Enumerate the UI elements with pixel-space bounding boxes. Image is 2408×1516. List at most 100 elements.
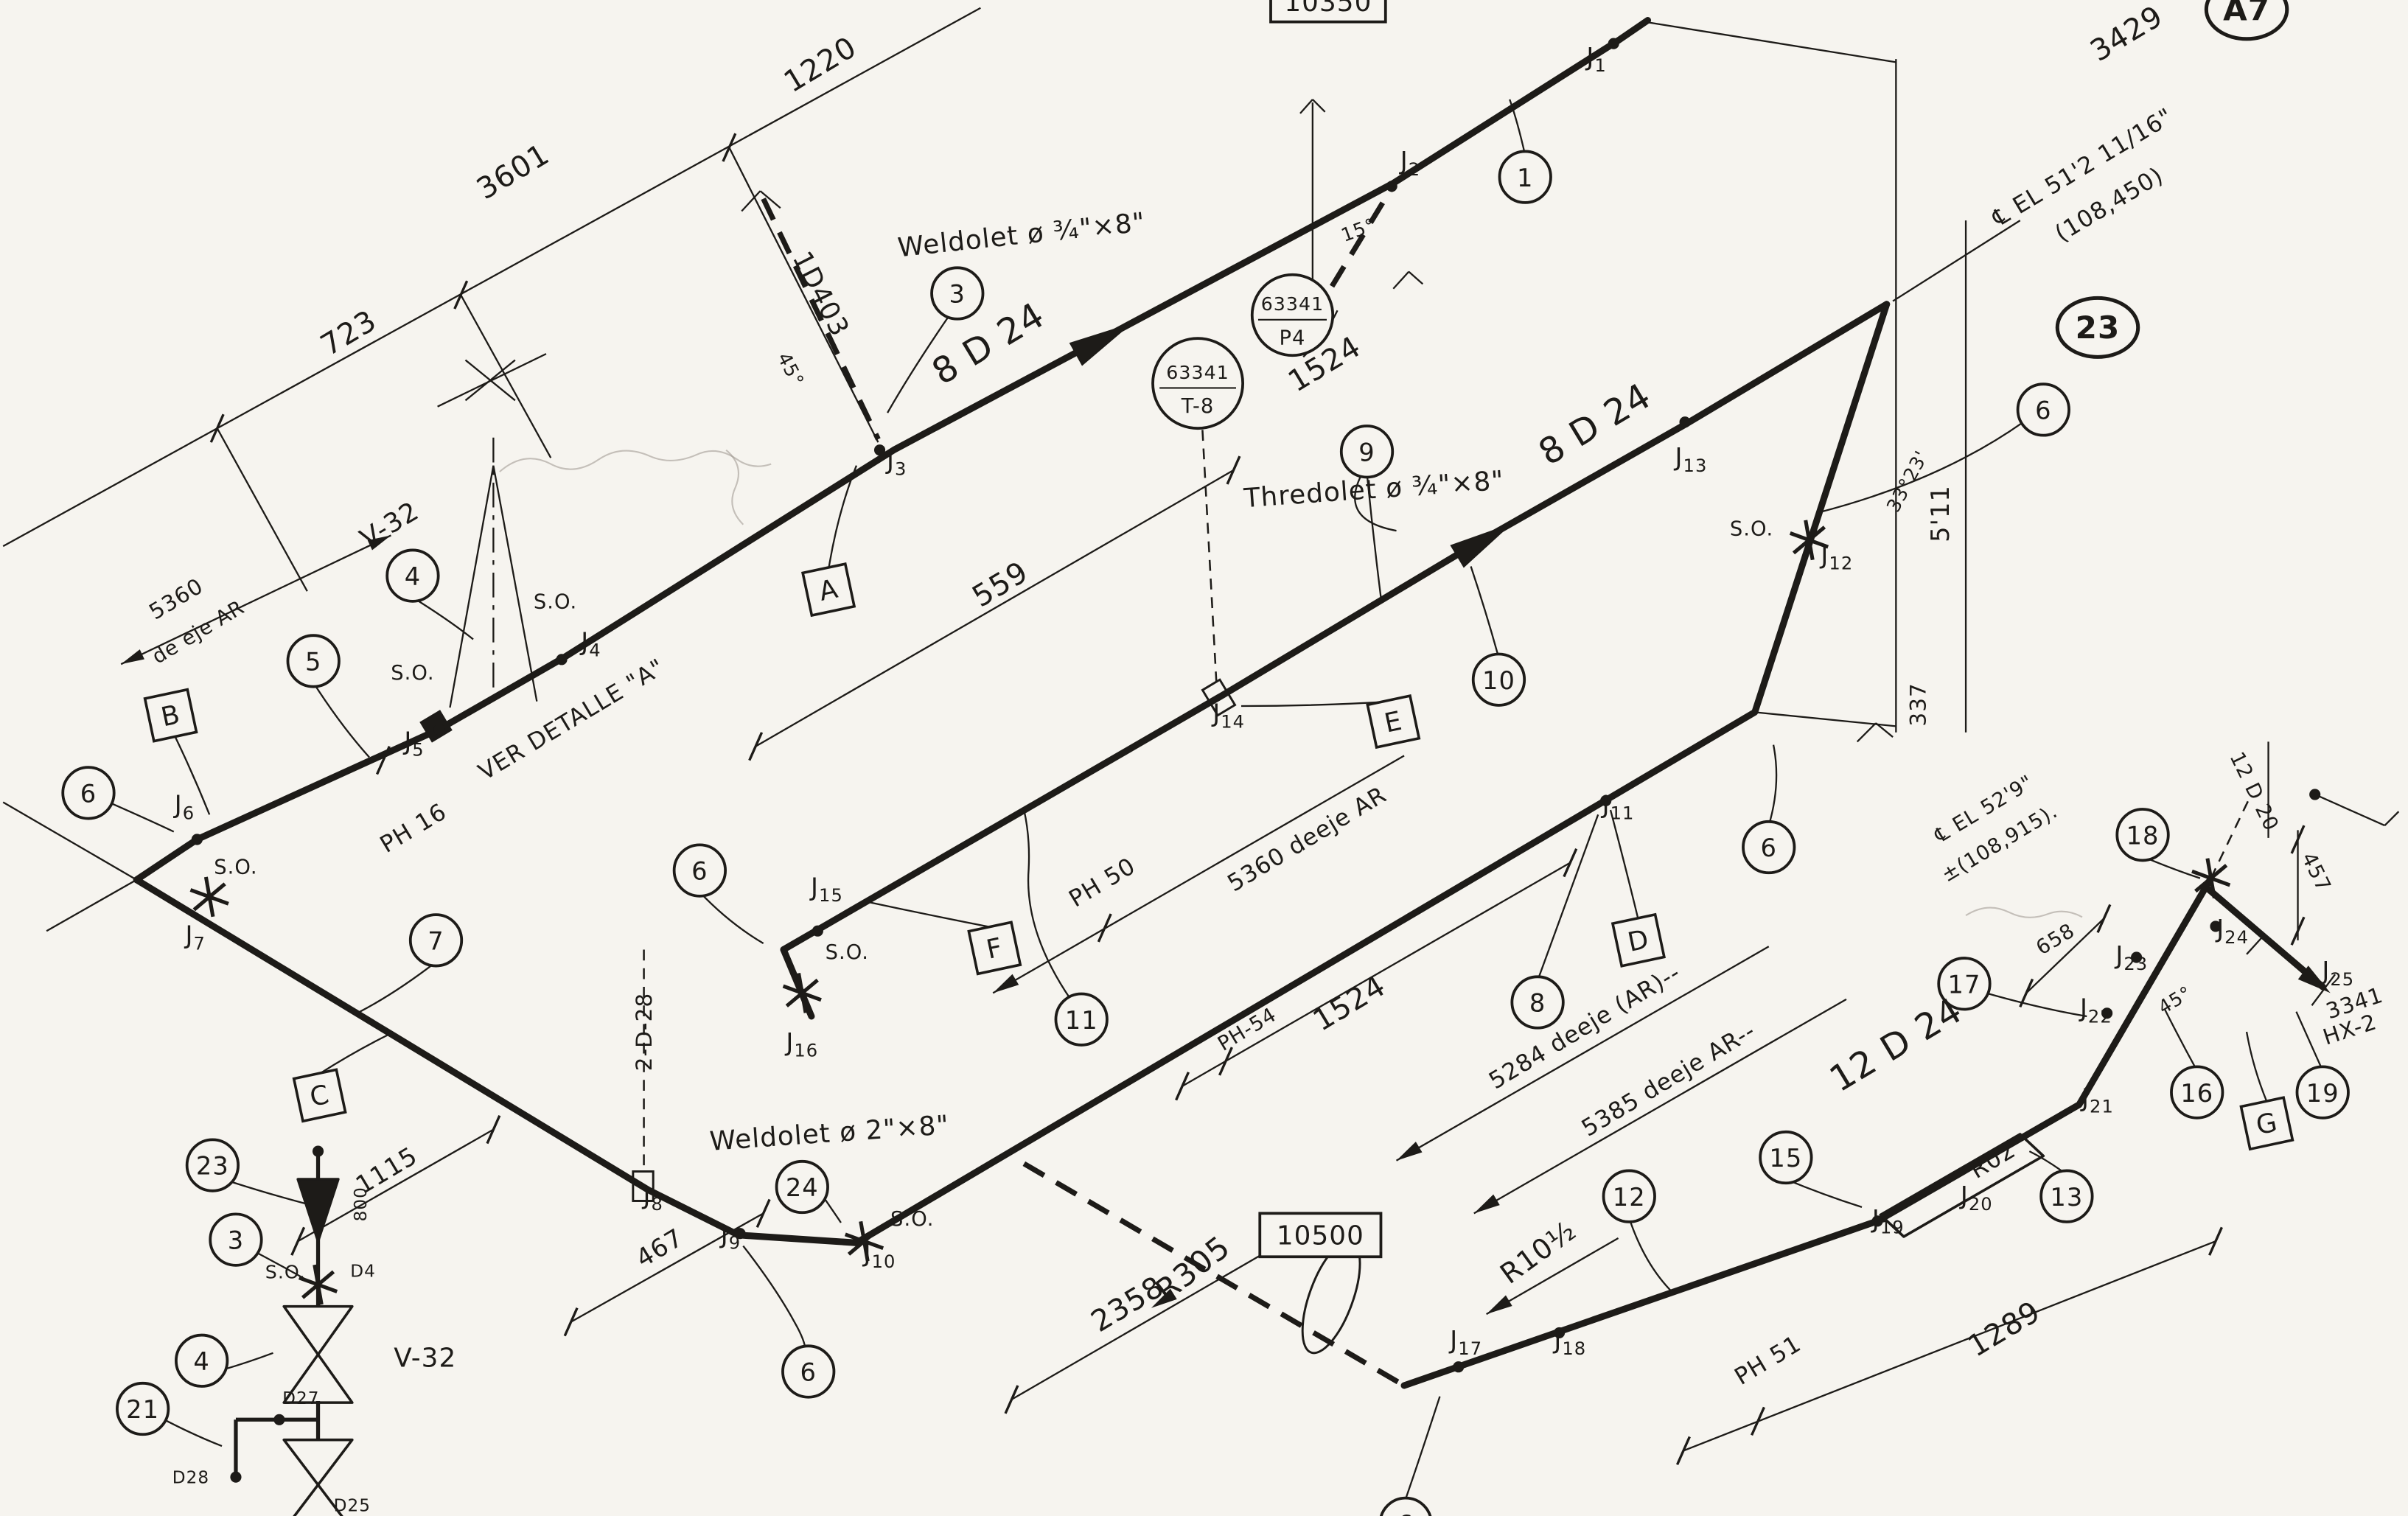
- balloon-4: [385, 548, 440, 603]
- dimension-line: [120, 534, 391, 666]
- dimension-tick: [1751, 1406, 1765, 1436]
- balloon-A7: [2204, 0, 2289, 41]
- balloon-label-6: 6: [1397, 1510, 1414, 1516]
- arrow-head: [367, 535, 391, 551]
- dimension-line: [1395, 946, 1770, 1162]
- joint-label-J14: J14: [1211, 699, 1245, 732]
- dimension-line: [492, 465, 538, 702]
- joint-dot: [433, 723, 445, 736]
- annotation-text: S.O.: [1730, 517, 1773, 540]
- section-tag-box: [1366, 694, 1421, 750]
- leader-squiggle: [232, 1181, 308, 1205]
- balloon-6: [781, 1344, 836, 1399]
- dimension-tick: [1675, 1436, 1691, 1466]
- dimension-tick: [2290, 916, 2306, 946]
- balloon-19: [2295, 1065, 2350, 1119]
- balloon-6: [2016, 383, 2070, 437]
- dimension-line: [1299, 99, 1313, 114]
- dimension-tick: [748, 732, 764, 761]
- flow-triangle: [296, 1178, 340, 1243]
- leader-squiggle: [827, 465, 858, 570]
- section-tag-G: G: [2239, 1096, 2294, 1151]
- star-ray: [1792, 525, 1826, 555]
- dimension-line: [1892, 220, 2021, 302]
- leader-squiggle: [108, 801, 175, 833]
- joint-dot: [1553, 1327, 1566, 1338]
- balloon-label-4: 4: [193, 1347, 209, 1376]
- flow-arrow: [367, 535, 391, 551]
- leader-squiggle: [1354, 472, 1397, 532]
- balloon-15: [1759, 1130, 1813, 1185]
- annotation-text: S.O.: [214, 856, 257, 878]
- dimension-line: [755, 469, 1235, 747]
- annotation-text: S.O.: [534, 590, 577, 613]
- annotation-text: 5360 deeje AR: [1223, 781, 1391, 897]
- leader-squiggle: [2295, 1011, 2324, 1072]
- joint-label-J19: J19: [1871, 1204, 1905, 1237]
- leader-squiggle: [1767, 744, 1778, 826]
- annotation-text: 3429: [2084, 0, 2169, 69]
- balloon-label-23: 23: [196, 1152, 229, 1181]
- annotation-text: D25: [334, 1496, 371, 1515]
- pipe-run: [133, 17, 1652, 884]
- dimension-tick: [2290, 825, 2306, 854]
- balloon-label-16: 16: [2180, 1079, 2213, 1108]
- field-weld-star: [189, 876, 229, 918]
- annotation-text: 457: [2297, 849, 2335, 895]
- equipment-tag-number: 63341: [1166, 362, 1229, 383]
- joint-label-J13: J13: [1674, 443, 1708, 476]
- section-tag-A: A: [801, 562, 856, 618]
- pencil-cloud: [725, 449, 744, 525]
- joint-dot: [230, 1471, 242, 1483]
- joint-label-J22: J22: [2079, 993, 2112, 1027]
- annotation-text: D4: [350, 1262, 376, 1282]
- balloon-label-17: 17: [1947, 970, 1981, 999]
- dimension-line: [464, 359, 516, 402]
- dimension-line: [460, 294, 552, 458]
- flow-arrow: [1069, 323, 1133, 366]
- dimension-line: [216, 427, 308, 592]
- leader-squiggle: [1986, 992, 2087, 1018]
- annotation-text: 12 D 20: [2225, 749, 2283, 835]
- dimension-tick: [1226, 455, 1241, 485]
- annotation-text: V-32: [355, 496, 425, 554]
- dimension-tick: [2208, 1226, 2223, 1256]
- flow-arrow: [1473, 1194, 1500, 1214]
- arrow-head: [1069, 323, 1133, 366]
- dimension-line: [46, 878, 137, 932]
- annotation-text: 33°23': [1882, 447, 1933, 515]
- section-tag-box: [1610, 912, 1666, 968]
- star-ray: [2194, 864, 2228, 893]
- dimension-line: [1644, 21, 1896, 63]
- joint-dot: [812, 925, 823, 937]
- dimension-tick: [1563, 848, 1578, 878]
- balloon-label-6: 6: [691, 857, 708, 886]
- annotation-text: 5385 deeje AR--: [1577, 1018, 1760, 1142]
- leader-squiggle: [359, 961, 437, 1013]
- joint-label-J12: J12: [1819, 540, 1853, 573]
- balloon-23: [2055, 296, 2140, 359]
- balloon-10: [1471, 652, 1526, 707]
- joint-label-J2: J2: [1399, 147, 1420, 180]
- annotation-text: 1D403: [786, 247, 855, 342]
- pipe-run-dashed: [1310, 186, 1395, 320]
- section-tag-C: C: [292, 1068, 347, 1123]
- joint-label-J15: J15: [809, 873, 843, 906]
- annotation-text: 3601: [471, 137, 556, 206]
- joint-dot: [1608, 38, 1619, 49]
- joint-label-J7: J7: [184, 921, 206, 954]
- arrow-head: [1450, 523, 1513, 568]
- balloon-8: [1510, 975, 1565, 1030]
- leader-squiggle: [161, 1417, 223, 1447]
- balloon-label-21: 21: [126, 1395, 159, 1424]
- annotation-text: D28: [172, 1469, 209, 1488]
- balloon-label-A7: A7: [2223, 0, 2270, 28]
- leader-squiggle: [2163, 1007, 2198, 1072]
- arrow-head: [993, 974, 1019, 993]
- flow-arrow: [993, 974, 1019, 993]
- section-tag-E: E: [1366, 694, 1421, 750]
- joint-dot: [556, 654, 568, 666]
- balloon-label-12: 12: [1613, 1183, 1646, 1212]
- dimension-line: [1312, 99, 1326, 113]
- joint-label-J23: J23: [2114, 940, 2148, 974]
